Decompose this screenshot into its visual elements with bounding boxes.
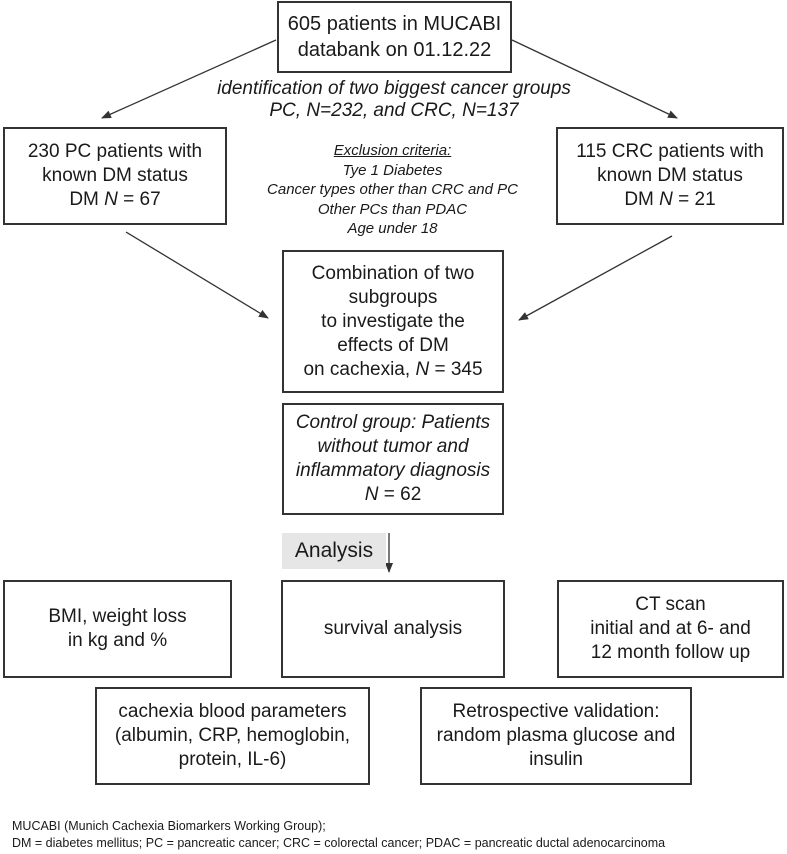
retro-line-2: random plasma glucose and [436, 725, 676, 746]
retrospective-validation-box: Retrospective validation: random plasma … [420, 687, 692, 785]
identification-line-1: identification of two biggest cancer gro… [217, 78, 571, 99]
footnote-line-2: DM = diabetes mellitus; PC = pancreatic … [12, 836, 666, 850]
identification-line-2: PC, N=232, and CRC, N=137 [269, 100, 519, 121]
control-line-2: without tumor and [317, 436, 469, 457]
crc-patients-box: 115 CRC patients with known DM status DM… [556, 127, 784, 225]
ct-scan-box: CT scan initial and at 6- and 12 month f… [557, 580, 784, 678]
bmi-weight-loss-box: BMI, weight loss in kg and % [3, 580, 232, 678]
cachexia-blood-parameters-box: cachexia blood parameters (albumin, CRP,… [95, 687, 370, 785]
top-box-patients-databank: 605 patients in MUCABI databank on 01.12… [277, 1, 512, 73]
exclusion-item-3: Other PCs than PDAC [317, 200, 468, 218]
control-line-1: Control group: Patients [295, 412, 491, 433]
ct-line-3: 12 month follow up [590, 642, 751, 663]
combination-box: Combination of two subgroups to investig… [282, 250, 504, 393]
crc-box-line-3: DM N = 21 [624, 189, 716, 210]
combination-line-5: on cachexia, N = 345 [303, 358, 483, 380]
top-box-line-2: databank on 01.12.22 [297, 39, 492, 61]
bmi-line-1: BMI, weight loss [48, 606, 187, 627]
exclusion-item-2: Cancer types other than CRC and PC [267, 181, 518, 198]
top-box-line-1: 605 patients in MUCABI [287, 13, 502, 35]
combination-line-4: effects of DM [337, 334, 449, 356]
footnote-abbreviations: MUCABI (Munich Cachexia Biomarkers Worki… [12, 818, 665, 852]
control-line-4: N = 62 [364, 484, 422, 505]
arrow-pc-to-combination [125, 231, 269, 319]
ct-line-1: CT scan [635, 594, 706, 615]
blood-line-3: protein, IL-6) [178, 749, 287, 770]
arrow-top-to-crc [511, 39, 678, 119]
footnote-line-1: MUCABI (Munich Cachexia Biomarkers Worki… [12, 819, 326, 833]
control-line-3: inflammatory diagnosis [295, 460, 491, 481]
combination-line-1: Combination of two [311, 262, 475, 284]
combination-line-2: subgroups [348, 286, 438, 308]
control-group-box: Control group: Patients without tumor an… [282, 403, 504, 515]
analysis-label: Analysis [282, 533, 386, 569]
identification-text: identification of two biggest cancer gro… [180, 78, 608, 122]
combination-line-3: to investigate the [321, 310, 465, 332]
exclusion-criteria: Exclusion criteria: Tye 1 Diabetes Cance… [235, 141, 550, 239]
survival-line-1: survival analysis [323, 618, 463, 639]
blood-line-1: cachexia blood parameters [118, 701, 347, 722]
crc-box-line-2: known DM status [597, 165, 743, 186]
pc-box-line-3: DM N = 67 [69, 189, 161, 210]
arrow-crc-to-combination [518, 235, 673, 321]
crc-box-line-1: 115 CRC patients with [576, 141, 764, 162]
survival-analysis-box: survival analysis [281, 580, 505, 678]
pc-box-line-1: 230 PC patients with [27, 141, 203, 162]
exclusion-title: Exclusion criteria: [333, 142, 452, 159]
arrow-top-to-pc [101, 39, 277, 119]
blood-line-2: (albumin, CRP, hemoglobin, [114, 725, 351, 746]
retro-line-1: Retrospective validation: [452, 701, 660, 722]
bmi-line-2: in kg and % [67, 630, 168, 651]
retro-line-3: insulin [529, 749, 583, 770]
exclusion-item-4: Age under 18 [347, 220, 438, 237]
ct-line-2: initial and at 6- and [590, 618, 751, 639]
pc-patients-box: 230 PC patients with known DM status DM … [3, 127, 227, 225]
exclusion-item-1: Tye 1 Diabetes [342, 161, 443, 179]
pc-box-line-2: known DM status [42, 165, 188, 186]
